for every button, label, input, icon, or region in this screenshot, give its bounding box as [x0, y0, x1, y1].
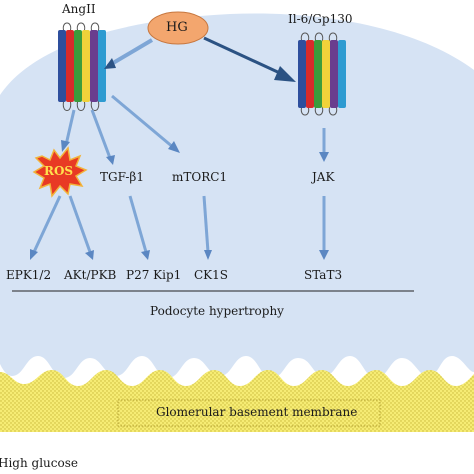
gbm-label: Glomerular basement membrane: [156, 405, 358, 419]
ros-burst: [32, 146, 88, 198]
high-glucose-label: High glucose: [0, 456, 78, 470]
mtorc1-label: mTORC1: [172, 170, 228, 184]
ros-label: ROS: [44, 164, 74, 178]
tgf-beta1-label: TGF-β1: [100, 170, 145, 184]
stat3-label: STaT3: [304, 268, 343, 282]
ck1s-label: CK1S: [194, 268, 229, 282]
angii-label: AngII: [62, 2, 96, 16]
arrow-hg-to-angii: [104, 38, 154, 69]
signal-arrows: [32, 94, 326, 253]
angii-receptor: [58, 22, 106, 111]
arrow-hg-to-il6: [203, 36, 296, 82]
il6-receptor: [298, 32, 346, 116]
hg-label: HG: [166, 20, 188, 35]
akt-pkb-label: AKt/PKB: [64, 268, 117, 282]
cell-body: [0, 13, 474, 353]
hg-node: [147, 11, 209, 45]
jak-label: JAK: [312, 170, 335, 184]
p27-kip1-label: P27 Kip1: [126, 268, 182, 282]
epk12-label: EPK1/2: [6, 268, 52, 282]
podocyte-hypertrophy-label: Podocyte hypertrophy: [150, 304, 284, 318]
gbm-band: [0, 370, 474, 432]
il6-gp130-label: Il-6/Gp130: [288, 12, 353, 26]
signal-arrowheads: [30, 140, 329, 260]
foot-processes: [0, 340, 474, 378]
